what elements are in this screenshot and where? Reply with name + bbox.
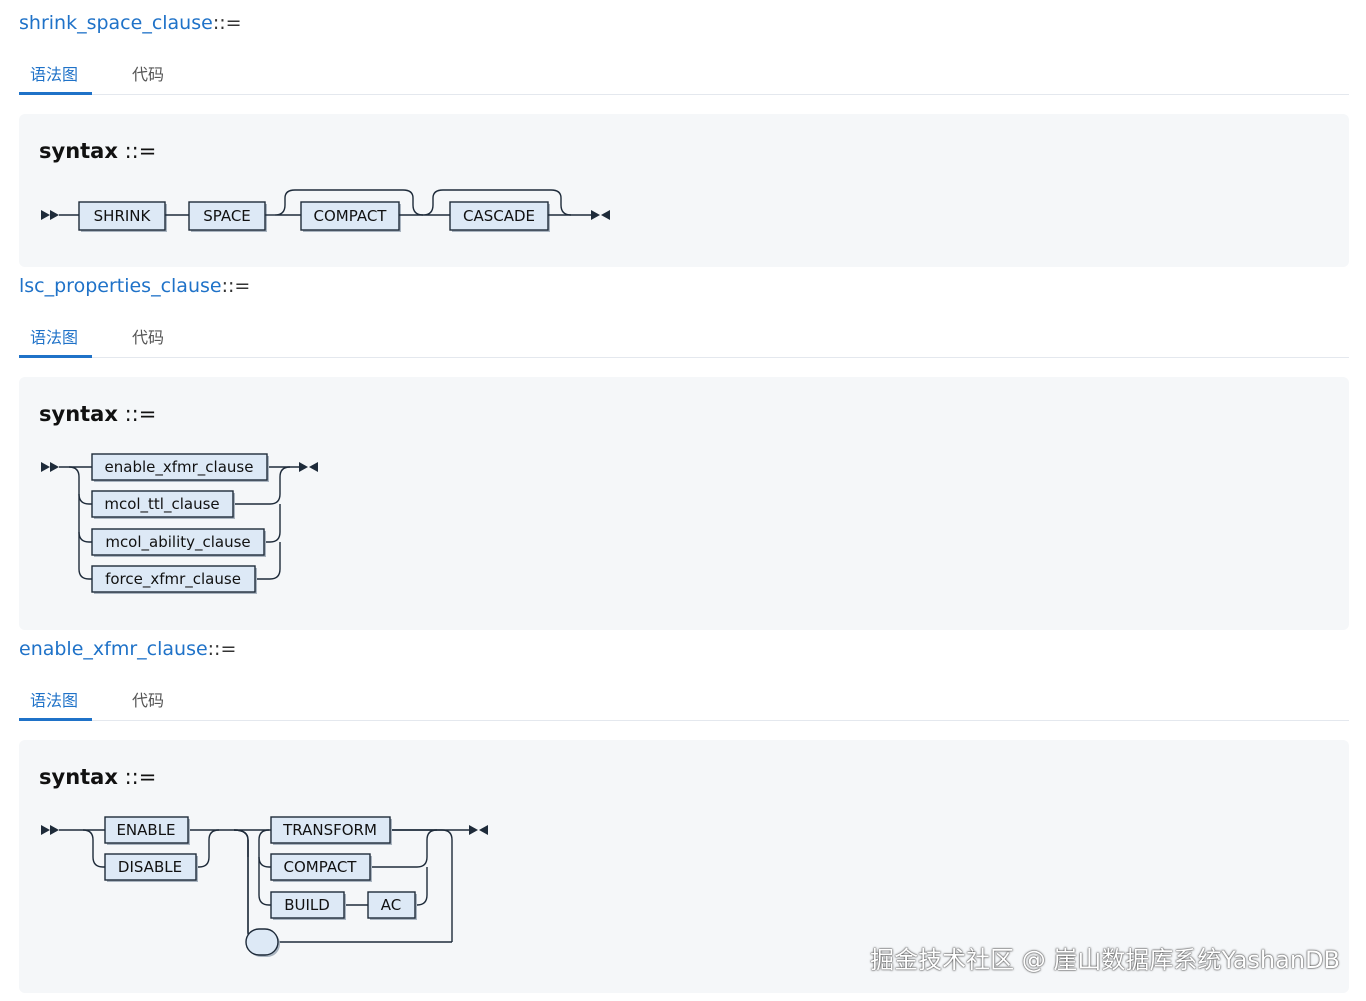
svg-text:mcol_ability_clause: mcol_ability_clause (105, 533, 250, 552)
rule-name-link[interactable]: enable_xfmr_clause (19, 638, 208, 660)
svg-text:enable_xfmr_clause: enable_xfmr_clause (105, 458, 254, 477)
tab-bar: 语法图 代码 (19, 319, 1349, 358)
terminal-cascade: CASCADE (449, 201, 550, 232)
diagram-panel: syntax ::= SHRINK SPACE (19, 114, 1349, 267)
watermark: 掘金技术社区 @ 崖山数据库系统YashanDB (870, 946, 1340, 974)
railroad-diagram: enable_xfmr_clause mcol_ttl_clause mcol_… (41, 453, 318, 594)
nonterminal-force-xfmr-clause: force_xfmr_clause (91, 565, 257, 594)
rule-title: shrink_space_clause::= (19, 11, 242, 35)
diagram-start-icon (41, 462, 59, 472)
active-tab-indicator (19, 355, 92, 358)
svg-text:SHRINK: SHRINK (94, 207, 152, 225)
railroad-diagram: ENABLE DISABLE TRANSFORM (41, 816, 488, 957)
railroad-diagram: SHRINK SPACE COMPACT CAS (41, 189, 610, 232)
svg-text:TRANSFORM: TRANSFORM (282, 821, 377, 839)
section-shrink-space-clause: shrink_space_clause::= 语法图 代码 syntax ::=… (19, 11, 1349, 267)
active-tab-indicator (19, 718, 92, 721)
tab-syntax-diagram[interactable]: 语法图 (30, 691, 79, 710)
tab-bar: 语法图 代码 (19, 56, 1349, 95)
rule-title: enable_xfmr_clause::= (19, 637, 236, 661)
tab-syntax-diagram[interactable]: 语法图 (30, 65, 79, 84)
loop-separator (245, 928, 280, 957)
section-lsc-properties-clause: lsc_properties_clause::= 语法图 代码 syntax :… (19, 274, 1349, 630)
svg-text:SPACE: SPACE (203, 207, 251, 225)
terminal-disable: DISABLE (104, 853, 198, 882)
rule-name-link[interactable]: lsc_properties_clause (19, 275, 222, 297)
syntax-heading: syntax ::= (39, 765, 157, 789)
svg-text:mcol_ttl_clause: mcol_ttl_clause (104, 495, 219, 514)
diagram-panel: syntax ::= ENABLE DISABLE (19, 740, 1349, 993)
diagram-panel: syntax ::= enable_xfmr_clause (19, 377, 1349, 630)
active-tab-indicator (19, 92, 92, 95)
diagram-end-icon (469, 825, 488, 835)
rule-name-link[interactable]: shrink_space_clause (19, 12, 213, 34)
rule-separator: ::= (207, 638, 237, 660)
svg-text:ENABLE: ENABLE (116, 821, 175, 839)
terminal-build: BUILD (270, 891, 346, 920)
diagram-end-icon (591, 210, 610, 220)
tab-syntax-diagram[interactable]: 语法图 (30, 328, 79, 347)
terminal-shrink: SHRINK (78, 201, 167, 232)
nonterminal-mcol-ability-clause: mcol_ability_clause (91, 528, 266, 557)
terminal-compact: COMPACT (270, 853, 372, 882)
terminal-enable: ENABLE (104, 816, 190, 845)
section-enable-xfmr-clause: enable_xfmr_clause::= 语法图 代码 syntax ::= … (19, 637, 1349, 993)
rule-separator: ::= (221, 275, 251, 297)
syntax-heading: syntax ::= (39, 139, 157, 163)
rule-separator: ::= (212, 12, 242, 34)
svg-text:DISABLE: DISABLE (118, 858, 182, 876)
svg-text:COMPACT: COMPACT (314, 207, 388, 225)
terminal-compact: COMPACT (300, 201, 401, 232)
svg-text:CASCADE: CASCADE (463, 207, 535, 225)
svg-text:BUILD: BUILD (284, 896, 330, 914)
tab-code[interactable]: 代码 (132, 328, 165, 347)
tab-code[interactable]: 代码 (132, 65, 165, 84)
tab-bar: 语法图 代码 (19, 682, 1349, 721)
tab-code[interactable]: 代码 (132, 691, 165, 710)
nonterminal-enable-xfmr-clause: enable_xfmr_clause (91, 453, 269, 482)
terminal-space: SPACE (188, 201, 267, 232)
diagram-start-icon (41, 210, 59, 220)
svg-text:COMPACT: COMPACT (284, 858, 358, 876)
svg-text:AC: AC (381, 896, 401, 914)
terminal-transform: TRANSFORM (270, 816, 392, 845)
syntax-heading: syntax ::= (39, 402, 157, 426)
terminal-ac: AC (367, 891, 417, 920)
nonterminal-mcol-ttl-clause: mcol_ttl_clause (91, 490, 235, 519)
rule-title: lsc_properties_clause::= (19, 274, 250, 298)
svg-text:force_xfmr_clause: force_xfmr_clause (105, 570, 241, 589)
diagram-end-icon (299, 462, 318, 472)
diagram-start-icon (41, 825, 59, 835)
